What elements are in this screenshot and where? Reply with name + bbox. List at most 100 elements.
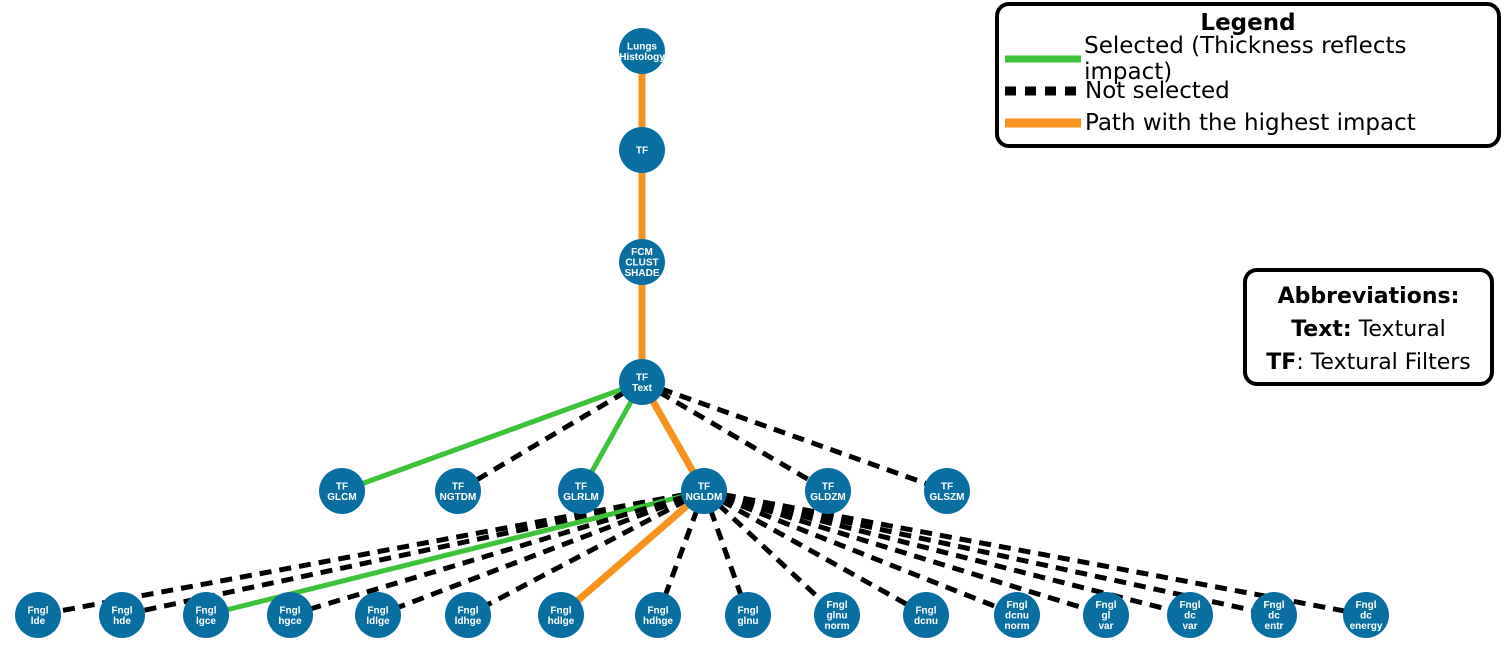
node-label: Fngl [195,605,216,616]
legend-box: Legend Selected (Thickness reflects impa… [995,2,1501,148]
edge-ngldm-glvar [703,488,1107,618]
node-label: hdlge [548,616,575,627]
node-label: dcnu [1005,611,1029,622]
node-label: entr [1265,621,1284,632]
node-circle [805,468,851,514]
highest-impact-line-swatch [1005,108,1081,138]
node-circle [619,359,665,405]
abbr-meaning: : Textural Filters [1296,350,1471,375]
node-label: ldhge [455,616,482,627]
node-circle [355,592,401,638]
node-label: TF [698,481,710,492]
nodes-layer: LungsHistologyTFFCMCLUSTSHADETFTextTFGLC… [15,28,1389,638]
node-label: Fngl [1263,600,1284,611]
node-label: lgce [196,616,216,627]
node-label: GLCM [327,492,356,503]
legend-label-not-selected: Not selected [1085,78,1230,104]
node-circle [635,592,681,638]
node-circle [814,592,860,638]
node-circle [319,468,365,514]
node-label: Fngl [826,600,847,611]
node-circle [924,468,970,514]
legend-label-highest-impact: Path with the highest impact [1085,110,1416,136]
edge-ngldm-glnunorm [702,489,839,617]
node-label: TF [636,372,648,383]
edge-ngldm-ldlge [377,488,705,618]
node-circle [1251,592,1297,638]
node-circle [681,468,727,514]
node-label: NGLDM [686,492,723,503]
abbr-term: TF [1266,350,1297,375]
edge-tftext-glcm [341,379,643,494]
legend-item-highest-impact: Path with the highest impact [1005,108,1416,138]
node-label: NGTDM [440,492,477,503]
node-label: TF [575,481,587,492]
node-circle [267,592,313,638]
node-label: dcnu [914,616,938,627]
node-label: GLRLM [563,492,599,503]
node-label: Lungs [627,41,657,52]
node-label: lde [31,616,46,627]
node-circle [435,468,481,514]
node-label: ldlge [366,616,390,627]
node-label: var [1182,621,1197,632]
node-circle [1343,592,1389,638]
edge-ngldm-hdlge [558,488,707,618]
node-label: dc [1268,611,1280,622]
node-circle [99,592,145,638]
not-selected-line-swatch [1005,76,1081,106]
edge-tftext-ngtdm [456,379,644,494]
edge-ngldm-ldhge [466,488,706,618]
legend-item-not-selected: Not selected [1005,76,1230,106]
node-label: Fngl [1095,600,1116,611]
node-label: hdhge [643,616,673,627]
edge-ngldm-dcenergy [703,488,1367,618]
node-label: hde [113,616,131,627]
abbr-meaning: Textural [1351,317,1446,342]
edge-ngldm-dcnunorm [703,488,1018,618]
node-label: Fngl [647,605,668,616]
node-label: Fngl [1179,600,1200,611]
node-label: glnu [737,616,758,627]
abbr-term: Text: [1291,317,1352,342]
node-label: Fngl [915,605,936,616]
node-label: TF [941,481,953,492]
node-circle [1083,592,1129,638]
edge-ngldm-dcvar [703,488,1191,618]
node-label: norm [825,621,850,632]
legend-item-selected: Selected (Thickness reflects impact) [1005,33,1497,85]
node-label: Fngl [111,605,132,616]
edge-ngldm-hgce [289,488,705,618]
node-label: Fngl [27,605,48,616]
node-label: energy [1350,621,1383,632]
node-circle [619,127,665,173]
edge-tftext-glszm [641,379,948,494]
node-label: Fngl [1355,600,1376,611]
abbreviation-tf: TF: Textural Filters [1247,350,1490,375]
node-circle [903,592,949,638]
node-circle [1167,592,1213,638]
node-circle [538,592,584,638]
node-label: Fngl [737,605,758,616]
node-label: TF [452,481,464,492]
